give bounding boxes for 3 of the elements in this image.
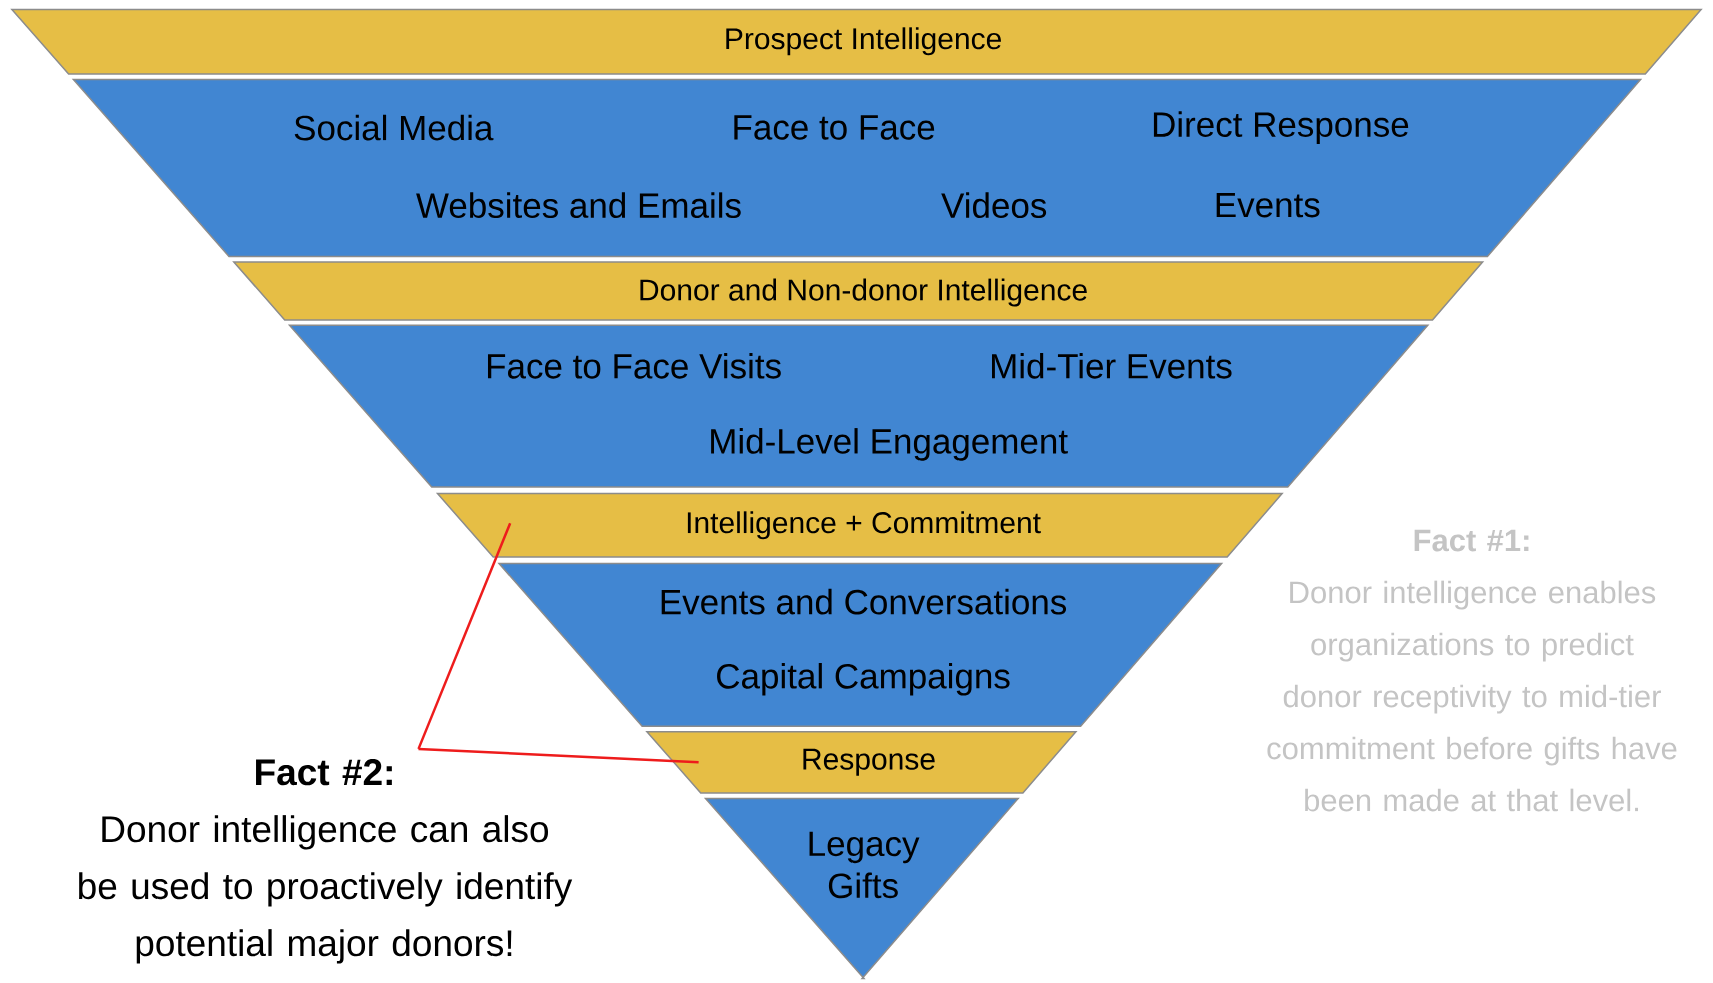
fact-note: Fact #2: Donor intelligence can also be used to proactively identify potential major donors!: [79, 759, 573, 964]
leader-line: [417, 522, 512, 750]
leader-line: [418, 747, 699, 764]
